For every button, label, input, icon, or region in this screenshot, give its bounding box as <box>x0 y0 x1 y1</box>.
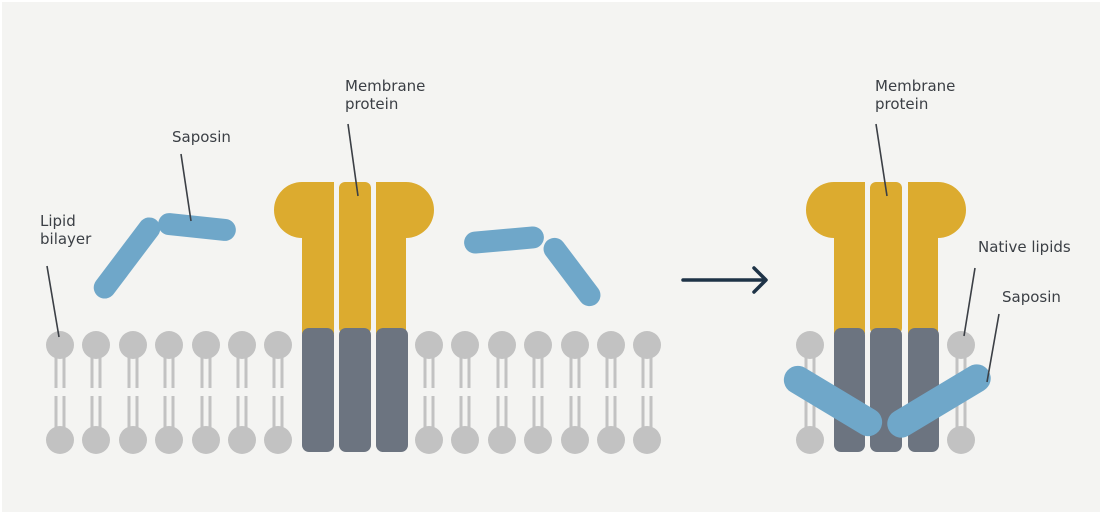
lipid-molecule <box>451 331 479 454</box>
left-saposin-free <box>93 213 236 299</box>
transmembrane-segment <box>302 328 334 452</box>
lipid-molecule <box>228 331 256 454</box>
protein-leader-line <box>875 123 888 197</box>
lipid-molecule <box>264 331 292 454</box>
lipid-bilayer-label-line1: Lipid <box>40 212 76 230</box>
lipid-molecule <box>524 331 552 454</box>
native-lipids-label: Native lipids <box>978 238 1071 256</box>
saposin-label: Saposin <box>172 128 231 146</box>
native-lipids-leader-line <box>963 267 976 337</box>
transmembrane-segment <box>376 328 408 452</box>
protein-right-domain <box>376 182 434 334</box>
lipid-molecule <box>82 331 110 454</box>
lipid-molecule <box>155 331 183 454</box>
protein-center-domain <box>339 182 371 334</box>
transmembrane-segment <box>339 328 371 452</box>
lipid-molecule <box>119 331 147 454</box>
protein-leader-line <box>347 123 359 197</box>
lipid-bilayer-label-line2: bilayer <box>40 230 92 248</box>
saposin-leader-line <box>986 313 1000 383</box>
lipid-molecule <box>561 331 589 454</box>
membrane-protein-label-line1: Membrane <box>345 77 425 95</box>
lipid-molecule <box>415 331 443 454</box>
lipid-molecule <box>633 331 661 454</box>
saposin-label: Saposin <box>1002 288 1061 306</box>
arrow-right-icon <box>681 266 768 294</box>
left-membrane-protein <box>274 182 434 452</box>
membrane-protein-label-line2: protein <box>875 95 928 113</box>
saposin-leader-line <box>180 153 192 222</box>
membrane-protein-label-line2: protein <box>345 95 398 113</box>
protein-left-domain <box>274 182 334 334</box>
left-lipid-bilayer <box>46 331 661 454</box>
right-saposin-wrap <box>783 364 991 438</box>
lipid-molecule <box>46 331 74 454</box>
membrane-protein-label-line1: Membrane <box>875 77 955 95</box>
right-saposin-free <box>464 226 601 307</box>
lipid-molecule <box>597 331 625 454</box>
protein-center-domain <box>870 182 902 334</box>
protein-right-domain <box>908 182 966 334</box>
lipid-molecule <box>192 331 220 454</box>
lipid-molecule <box>488 331 516 454</box>
protein-left-domain <box>806 182 865 334</box>
lipid-leader-line <box>46 265 60 338</box>
